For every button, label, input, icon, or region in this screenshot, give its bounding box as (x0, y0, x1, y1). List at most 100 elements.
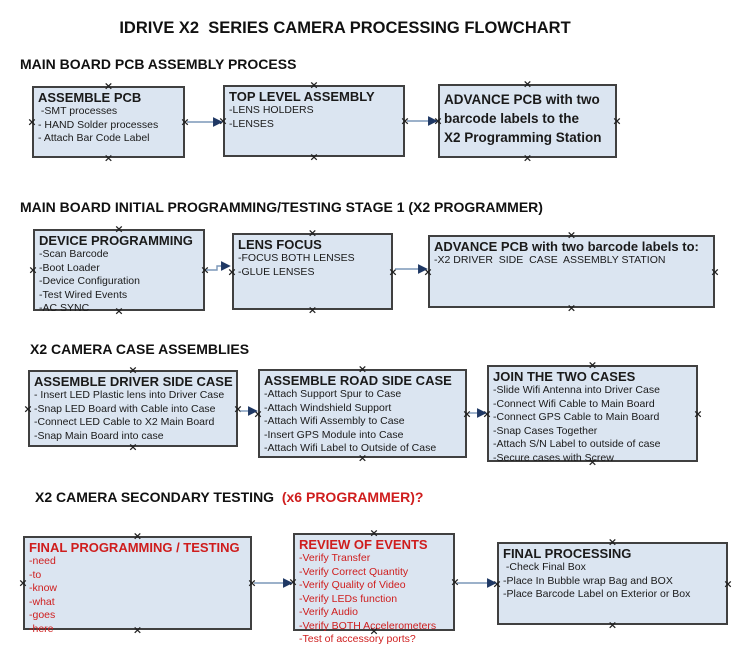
connection-point-marker: × (433, 114, 443, 128)
connection-point-marker: × (693, 407, 703, 420)
box-item: -Connect Wifi Cable to Main Board (493, 397, 655, 410)
connection-point-marker: × (388, 265, 398, 278)
connection-point-marker: × (114, 222, 124, 236)
box-item: - Insert LED Plastic lens into Driver Ca… (34, 389, 225, 401)
box-item: -FOCUS BOTH LENSES (238, 252, 355, 264)
box-item: -Verify LEDs function (299, 592, 398, 605)
connection-point-marker: × (522, 77, 533, 91)
connection-point-marker: × (200, 263, 210, 277)
box-title: DEVICE PROGRAMMING (39, 233, 193, 248)
top-level-assembly-box: TOP LEVEL ASSEMBLY-LENS HOLDERS-LENSES (223, 85, 405, 157)
connection-point-marker: × (307, 226, 318, 240)
section-header-text: X2 CAMERA CASE ASSEMBLIES (30, 341, 250, 357)
connection-point-marker: × (288, 575, 298, 589)
section-header-suffix: (x6 PROGRAMMER)? (281, 489, 424, 505)
box-item: -Snap Main Board into case (34, 429, 164, 442)
box-item: -LENSES (229, 117, 274, 130)
connection-point-marker: × (607, 618, 618, 632)
box-item: -Verify Correct Quantity (299, 565, 409, 578)
section-header-text: X2 CAMERA SECONDARY TESTING (35, 489, 282, 505)
connection-point-marker: × (522, 151, 533, 165)
connection-point-marker: × (114, 304, 124, 318)
connection-point-marker: × (27, 115, 37, 129)
box-item: -Secure cases with Screw (493, 451, 614, 464)
connection-point-marker: × (357, 362, 368, 376)
box-item: -Snap Cases Together (493, 424, 598, 437)
box-item: -know (29, 582, 58, 594)
connection-point-marker: × (462, 407, 472, 420)
box-item: -Device Configuration (39, 275, 140, 287)
box-item: -Test of accessory ports? (299, 633, 416, 645)
connection-point-marker: × (566, 228, 577, 242)
connection-point-marker: × (612, 114, 622, 128)
box-item: -Place Barcode Label on Exterior or Box (503, 588, 691, 600)
box-item: -Insert GPS Module into Case (264, 428, 404, 441)
connection-point-marker: × (132, 623, 143, 637)
box-item: -here (29, 622, 54, 635)
connection-point-marker: × (369, 624, 379, 638)
box-item: -Verify Transfer (299, 552, 371, 564)
box-item: -Attach Support Spur to Case (264, 388, 402, 400)
connection-point-marker: × (309, 150, 319, 164)
connection-point-marker: × (400, 114, 410, 128)
advance-pcb-assembly-station-box: ADVANCE PCB with two barcode labels to:-… (428, 235, 715, 308)
box-title: JOIN THE TWO CASES (493, 369, 636, 384)
box-item: -SMT processes (38, 105, 118, 117)
assemble-driver-side-case-box: ASSEMBLE DRIVER SIDE CASE- Insert LED Pl… (28, 370, 238, 447)
connection-point-marker: × (587, 455, 598, 469)
box-title: FINAL PROGRAMMING / TESTING (29, 540, 240, 555)
connection-point-marker: × (423, 265, 433, 278)
box-title: ADVANCE PCB with two barcode labels to t… (444, 92, 602, 145)
connection-point-marker: × (23, 402, 33, 415)
section-header-text: MAIN BOARD PCB ASSEMBLY PROCESS (20, 56, 297, 72)
device-programming-box: DEVICE PROGRAMMING-Scan Barcode-Boot Loa… (33, 229, 205, 314)
connection-point-marker: × (307, 303, 318, 317)
lens-focus-box: LENS FOCUS-FOCUS BOTH LENSES-GLUE LENSES (232, 233, 393, 310)
connection-point-marker: × (607, 535, 618, 549)
connection-point-marker: × (103, 79, 114, 93)
box-title: FINAL PROCESSING (503, 546, 632, 561)
connection-point-marker: × (247, 576, 257, 590)
box-item: - HAND Solder processes (38, 118, 159, 131)
review-of-events-box: REVIEW OF EVENTS-Verify Transfer-Verify … (293, 533, 455, 645)
box-item: -X2 DRIVER SIDE CASE ASSEMBLY STATION (434, 254, 666, 266)
section-header-2: MAIN BOARD INITIAL PROGRAMMING/TESTING S… (20, 199, 543, 215)
section-header-4: X2 CAMERA SECONDARY TESTING (x6 PROGRAMM… (35, 489, 423, 505)
box-item: - Attach Bar Code Label (38, 132, 150, 144)
assemble-road-side-case-box: ASSEMBLE ROAD SIDE CASE-Attach Support S… (258, 369, 467, 458)
box-item: -AC SYNC (39, 302, 90, 314)
box-item: -Connect LED Cable to X2 Main Board (34, 416, 215, 428)
box-title: LENS FOCUS (238, 237, 322, 252)
connection-point-marker: × (710, 265, 720, 278)
connection-point-marker: × (587, 358, 598, 372)
connection-point-marker: × (309, 78, 319, 92)
box-item: -Check Final Box (503, 561, 586, 573)
connection-point-marker: × (180, 115, 190, 129)
final-programming-testing-box: FINAL PROGRAMMING / TESTING-need-to-know… (23, 536, 252, 635)
box-item: -what (29, 595, 55, 608)
connection-point-marker: × (218, 114, 228, 128)
box-item: -Attach Wifi Assembly to Case (264, 415, 405, 427)
connection-point-marker: × (566, 301, 577, 315)
box-title: ADVANCE PCB with two barcode labels to: (434, 239, 699, 254)
box-title: ASSEMBLE PCB (38, 90, 142, 105)
connection-point-marker: × (369, 526, 379, 540)
box-item: -Snap LED Board with Cable into Case (34, 402, 216, 415)
connection-point-marker: × (128, 440, 138, 454)
box-item: -Boot Loader (39, 261, 100, 274)
box-title: ASSEMBLE ROAD SIDE CASE (264, 373, 452, 388)
final-processing-box: FINAL PROCESSING -Check Final Box -Place … (497, 542, 728, 625)
box-item: -Slide Wifi Antenna into Driver Case (493, 384, 660, 396)
advance-pcb-programming-station-box: ADVANCE PCB with two barcode labels to t… (438, 84, 617, 158)
box-item: -Attach Wifi Label to Outside of Case (264, 442, 437, 454)
connection-point-marker: × (132, 529, 143, 543)
box-item: -Attach S/N Label to outside of case (493, 438, 661, 450)
box-title: TOP LEVEL ASSEMBLY (229, 89, 375, 104)
section-header-1: MAIN BOARD PCB ASSEMBLY PROCESS (20, 56, 296, 72)
connection-point-marker: × (128, 363, 138, 377)
section-header-text: MAIN BOARD INITIAL PROGRAMMING/TESTING S… (20, 199, 543, 215)
connection-point-marker: × (233, 402, 243, 415)
connection-point-marker: × (18, 576, 28, 590)
connection-point-marker: × (450, 575, 460, 589)
